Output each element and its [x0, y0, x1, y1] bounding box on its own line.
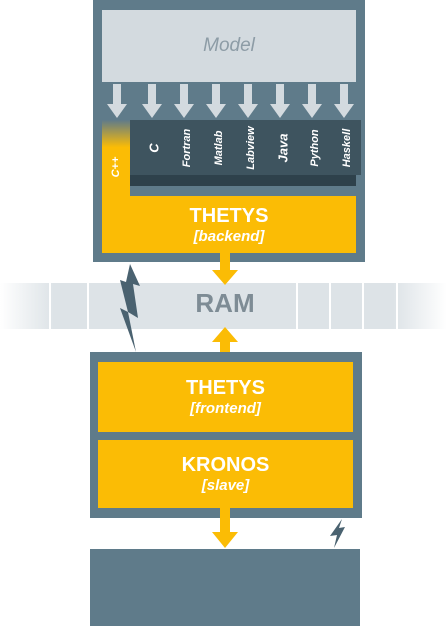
thetys-backend-box: THETYS [backend] [102, 196, 356, 253]
lang-col-matlab: Matlab [205, 120, 233, 175]
model-box: Model [102, 10, 356, 82]
thetys-frontend-box: THETYS [frontend] [98, 362, 353, 432]
model-label: Model [203, 35, 255, 56]
ram-band-dividers [49, 283, 398, 329]
lang-label-labview: Labview [245, 125, 257, 170]
slave-subtitle: [slave] [201, 477, 250, 494]
lang-col-fortran: Fortran [173, 120, 201, 175]
arrow-down-icon [302, 84, 322, 118]
cpp-label: C++ [110, 156, 122, 178]
small-lightning-bolt-icon [330, 519, 345, 548]
kronos-slave-box: KRONOS [slave] [98, 440, 353, 508]
arrow-down-icon [212, 252, 238, 285]
lang-label-c: C [146, 142, 162, 153]
arrow-down-icon [270, 84, 290, 118]
backend-title: THETYS [189, 204, 269, 227]
slave-title: KRONOS [181, 454, 270, 476]
lang-label-matlab: Matlab [213, 130, 225, 165]
frontend-subtitle: [frontend] [190, 400, 261, 417]
lang-col-python: Python [301, 120, 329, 175]
lang-label-haskell: Haskell [341, 128, 353, 167]
arrow-down-icon [142, 84, 162, 118]
lang-col-java: Java [269, 120, 297, 175]
lang-label-java: Java [275, 133, 291, 162]
lang-col-labview: Labview [237, 120, 265, 175]
arrow-ram-to-frontend [212, 327, 238, 363]
lang-label-fortran: Fortran [181, 128, 193, 167]
lang-col-haskell: Haskell [333, 120, 361, 175]
arrow-down-icon [212, 508, 238, 548]
backend-subtitle: [backend] [193, 227, 265, 245]
ram-label: RAM [195, 288, 255, 318]
arrow-down-icon [238, 84, 258, 118]
lang-label-python: Python [309, 128, 321, 167]
ram-band [0, 283, 447, 329]
lang-col-c: C [140, 120, 168, 175]
arrow-down-icon [206, 84, 226, 118]
cpp-column: C++ [102, 120, 130, 198]
arrow-down-icon [174, 84, 194, 118]
model-arrows [107, 84, 354, 118]
language-strip-shadow [130, 175, 356, 186]
arrow-slave-to-bottom [212, 508, 238, 548]
arrow-down-icon [107, 84, 127, 118]
arrow-backend-to-ram [212, 252, 238, 285]
frontend-title: THETYS [186, 377, 265, 399]
lightning-bolt-icon [120, 264, 140, 352]
arrow-down-icon [334, 84, 354, 118]
arrow-up-icon [212, 327, 238, 363]
bottom-device-block [90, 549, 360, 626]
